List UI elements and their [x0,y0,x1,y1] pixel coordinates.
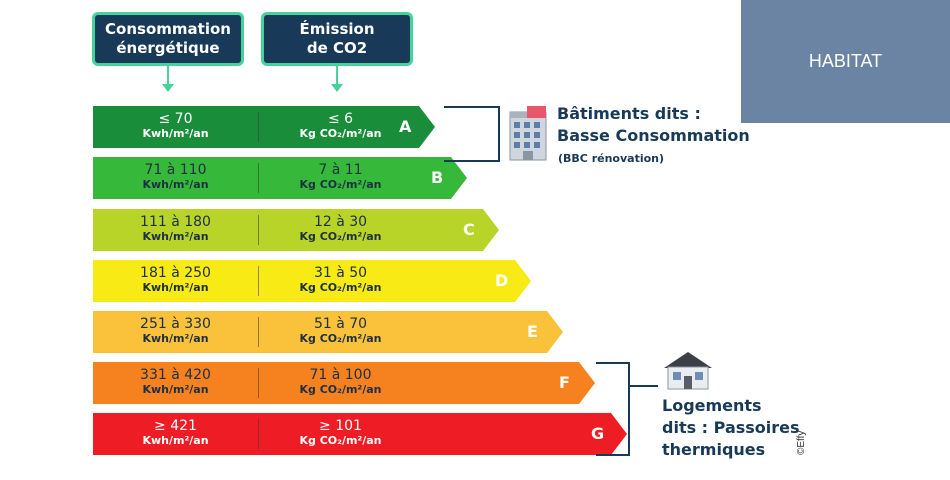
bar-shape [93,209,499,251]
energy-unit: Kwh/m²/an [142,383,209,396]
co2-unit: Kg CO₂/m²/an [299,127,382,140]
header-consommation-label: Consommation énergétique [105,20,231,57]
co2-unit: Kg CO₂/m²/an [299,230,382,243]
co2-range: 51 à 70 [313,316,368,332]
column-divider [258,368,259,398]
header-consommation: Consommation énergétique [92,12,244,66]
co2-unit: Kg CO₂/m²/an [299,332,382,345]
energy-unit: Kwh/m²/an [142,127,209,140]
habitat-label: HABITAT [808,51,883,71]
co2-range: 71 à 100 [309,367,372,383]
bar-shape [93,311,563,353]
building-icon [509,106,547,161]
bbc-line1: Bâtiments dits : [557,104,701,123]
bbc-title: Bâtiments dits : Basse Consommation [557,103,750,147]
habitat-badge: HABITAT [741,0,950,123]
bracket-connector [628,385,658,387]
energy-class-letter: F [559,373,570,392]
header-emission-co2: Émission de CO2 [261,12,413,66]
energy-range: 331 à 420 [140,367,211,383]
bar-shape [93,362,595,404]
bar-shape [93,260,531,302]
bracket-bbc [444,106,500,162]
bar-shape [93,157,467,199]
energy-class-letter: C [463,220,475,239]
co2-unit: Kg CO₂/m²/an [299,281,382,294]
column-divider [258,266,259,296]
passoires-line1: Logements [662,396,762,415]
bar-shape [93,106,435,148]
co2-unit: Kg CO₂/m²/an [299,383,382,396]
arrow-down-icon [331,66,343,92]
column-divider [258,215,259,245]
co2-unit: Kg CO₂/m²/an [299,434,382,447]
co2-unit: Kg CO₂/m²/an [299,178,382,191]
energy-range: 181 à 250 [140,265,211,281]
energy-range: ≥ 421 [154,418,197,434]
co2-range: 31 à 50 [313,265,368,281]
energy-range: 251 à 330 [140,316,211,332]
column-divider [258,419,259,449]
co2-range: 7 à 11 [318,162,363,178]
energy-class-letter: E [527,322,538,341]
co2-range: ≥ 101 [319,418,362,434]
energy-class-letter: A [399,117,412,136]
passoires-line2: dits : Passoires [662,418,800,437]
bbc-line2: Basse Consommation [557,126,750,145]
energy-unit: Kwh/m²/an [142,434,209,447]
column-divider [258,317,259,347]
energy-unit: Kwh/m²/an [142,332,209,345]
photo-credit: ©Effy [796,430,807,455]
energy-class-letter: B [431,168,444,187]
energy-class-letter: D [495,271,509,290]
energy-unit: Kwh/m²/an [142,230,209,243]
energy-unit: Kwh/m²/an [142,281,209,294]
energy-range: ≤ 70 [158,111,193,127]
passoires-title: Logements dits : Passoires thermiques [662,395,800,461]
co2-range: 12 à 30 [313,214,368,230]
bbc-subtitle: (BBC rénovation) [558,152,665,165]
passoires-line3: thermiques [662,440,766,459]
column-divider [258,163,259,193]
arrow-down-icon [162,66,174,92]
energy-range: 111 à 180 [140,214,211,230]
energy-unit: Kwh/m²/an [142,178,209,191]
energy-class-letter: G [591,424,605,443]
energy-range: 71 à 110 [144,162,207,178]
house-icon [664,352,712,390]
bracket-passoires [596,362,630,456]
co2-range: ≤ 6 [327,111,354,127]
header-emission-label: Émission de CO2 [299,20,375,57]
column-divider [258,112,259,142]
bar-shape [93,413,627,455]
